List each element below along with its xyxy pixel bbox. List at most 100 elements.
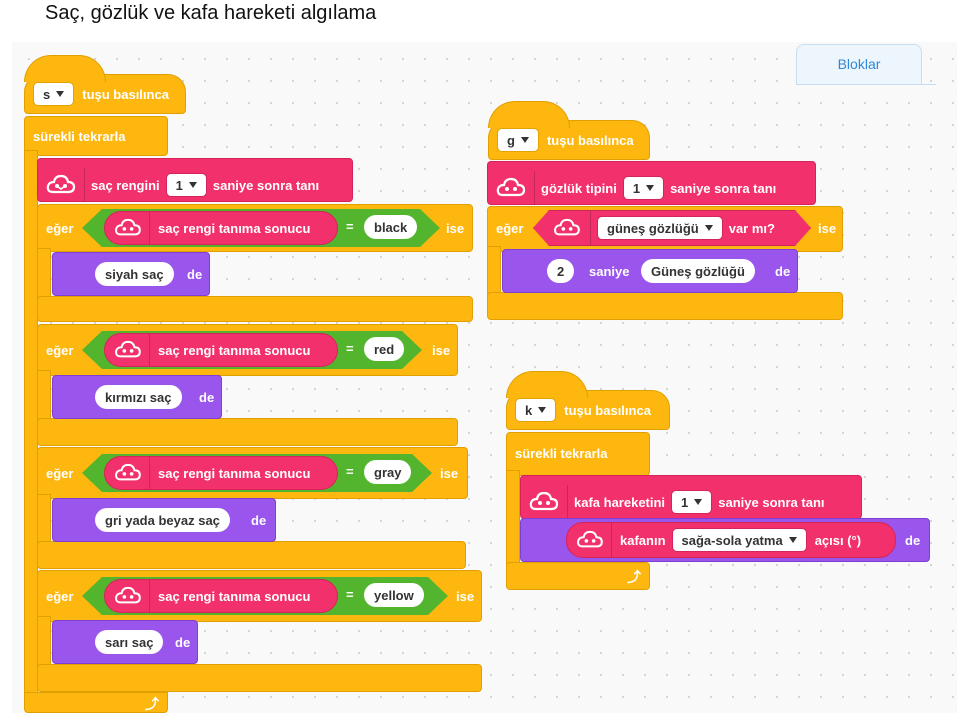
if-arm	[37, 248, 51, 298]
key-dropdown[interactable]: k	[515, 398, 557, 422]
chevron-down-icon	[538, 407, 547, 413]
chevron-down-icon	[646, 185, 655, 191]
seconds-dropdown[interactable]: 1	[622, 176, 665, 200]
compare-value-input[interactable]: yellow	[364, 583, 424, 607]
seconds-value: 1	[681, 494, 689, 510]
forever-foot: ⤴	[506, 562, 650, 590]
say-secs-input[interactable]: 2	[547, 259, 575, 283]
glasses-label: gözlük tipini	[541, 180, 617, 196]
forever-label: sürekli tekrarla	[515, 446, 608, 461]
hat-block-g[interactable]: g tuşu basılınca	[488, 101, 650, 160]
chevron-down-icon	[694, 499, 703, 505]
cloud-ai-icon	[111, 460, 145, 486]
say-text-input[interactable]: gri yada beyaz saç	[95, 508, 230, 532]
key-value: k	[525, 402, 533, 418]
then-label: ise	[432, 343, 451, 358]
cloud-ai-icon	[573, 527, 607, 553]
separator	[567, 485, 568, 519]
key-dropdown[interactable]: s	[33, 82, 75, 106]
condition-suffix: var mı?	[728, 220, 775, 236]
say-block[interactable]: siyah saç de	[52, 252, 210, 296]
head-label: kafa hareketini	[574, 494, 666, 510]
cloud-ai-icon	[527, 489, 561, 515]
if-label: eğer	[46, 466, 74, 481]
key-dropdown[interactable]: g	[497, 128, 539, 152]
reporter-label: saç rengi tanıma sonucu	[158, 342, 311, 358]
hat-block-k[interactable]: k tuşu basılınca	[506, 371, 670, 430]
glasses-suffix: saniye sonra tanı	[670, 180, 777, 196]
seconds-dropdown[interactable]: 1	[671, 490, 713, 514]
if-arm	[37, 494, 51, 546]
glasses-condition[interactable]: güneş gözlüğü var mı?	[533, 210, 811, 246]
head-recognize-block[interactable]: kafa hareketini 1 saniye sonra tanı	[520, 475, 862, 519]
separator	[611, 523, 612, 557]
reporter-label: saç rengi tanıma sonucu	[158, 465, 311, 481]
if-arm	[37, 370, 51, 422]
if-foot	[487, 292, 843, 320]
chevron-down-icon	[56, 91, 65, 97]
say-text-input[interactable]: Güneş gözlüğü	[641, 259, 755, 283]
separator	[149, 212, 150, 244]
glasses-recognize-block[interactable]: gözlük tipini 1 saniye sonra tanı	[487, 161, 816, 205]
say-for-secs-block[interactable]: 2 saniye Güneş gözlüğü de	[502, 249, 798, 293]
say-text-input[interactable]: kırmızı saç	[95, 385, 182, 409]
if-arm	[487, 246, 501, 296]
equals-sign: =	[346, 341, 354, 356]
direction-value: sağa-sola yatma	[681, 532, 783, 548]
separator	[84, 168, 85, 202]
hair-result-reporter[interactable]: saç rengi tanıma sonucu	[104, 211, 338, 245]
say-de-label: de	[175, 635, 191, 650]
say-text-input[interactable]: siyah saç	[95, 262, 174, 286]
hair-result-reporter[interactable]: saç rengi tanıma sonucu	[104, 579, 338, 613]
compare-value-input[interactable]: black	[364, 215, 418, 239]
if-arm	[37, 616, 51, 668]
if-foot	[37, 664, 482, 692]
then-label: ise	[446, 221, 465, 236]
say-block[interactable]: kırmızı saç de	[52, 375, 222, 419]
direction-dropdown[interactable]: sağa-sola yatma	[671, 528, 807, 552]
cloud-ai-icon	[111, 337, 145, 363]
hat-label: tuşu basılınca	[82, 86, 169, 102]
separator	[149, 457, 150, 489]
blocks-tab[interactable]: Bloklar	[796, 44, 922, 85]
reporter-prefix: kafanın	[620, 532, 666, 548]
chevron-down-icon	[705, 225, 713, 231]
equals-sign: =	[346, 219, 354, 234]
separator	[149, 334, 150, 366]
hat-label: tuşu basılınca	[546, 132, 634, 148]
compare-value-input[interactable]: gray	[364, 460, 412, 484]
separator	[590, 211, 591, 245]
hair-result-reporter[interactable]: saç rengi tanıma sonucu	[104, 333, 338, 367]
say-block[interactable]: gri yada beyaz saç de	[52, 498, 276, 542]
reporter-label: saç rengi tanıma sonucu	[158, 220, 311, 236]
separator	[534, 171, 535, 205]
equals-sign: =	[346, 587, 354, 602]
forever-block[interactable]: sürekli tekrarla	[506, 432, 650, 476]
if-foot	[37, 541, 466, 569]
equals-sign: =	[346, 464, 354, 479]
say-secs-label: saniye	[589, 264, 630, 279]
hat-label: tuşu basılınca	[564, 402, 651, 418]
then-label: ise	[456, 589, 475, 604]
head-angle-reporter[interactable]: kafanın sağa-sola yatma açısı (°)	[566, 522, 896, 558]
head-suffix: saniye sonra tanı	[718, 494, 825, 510]
say-block[interactable]: sarı saç de	[52, 620, 198, 664]
say-text-input[interactable]: sarı saç	[95, 630, 164, 654]
hair-recognize-block[interactable]: saç rengini 1 saniye sonra tanı	[37, 158, 353, 202]
loop-arrow-icon: ⤴	[627, 569, 641, 585]
if-foot	[37, 418, 458, 446]
compare-value-input[interactable]: red	[364, 337, 405, 361]
say-de-label: de	[251, 513, 267, 528]
key-value: s	[43, 86, 51, 102]
hat-block-s[interactable]: s tuşu basılınca	[24, 55, 186, 114]
if-label: eğer	[46, 221, 74, 236]
forever-block[interactable]: sürekli tekrarla	[24, 116, 168, 156]
separator	[149, 580, 150, 612]
seconds-dropdown[interactable]: 1	[165, 173, 207, 197]
chevron-down-icon	[520, 137, 529, 143]
hair-result-reporter[interactable]: saç rengi tanıma sonucu	[104, 456, 338, 490]
page-title: Saç, gözlük ve kafa hareketi algılama	[45, 2, 377, 24]
glasses-type-dropdown[interactable]: güneş gözlüğü	[597, 216, 723, 240]
if-foot	[37, 296, 473, 322]
forever-foot: ⤴	[24, 692, 168, 713]
